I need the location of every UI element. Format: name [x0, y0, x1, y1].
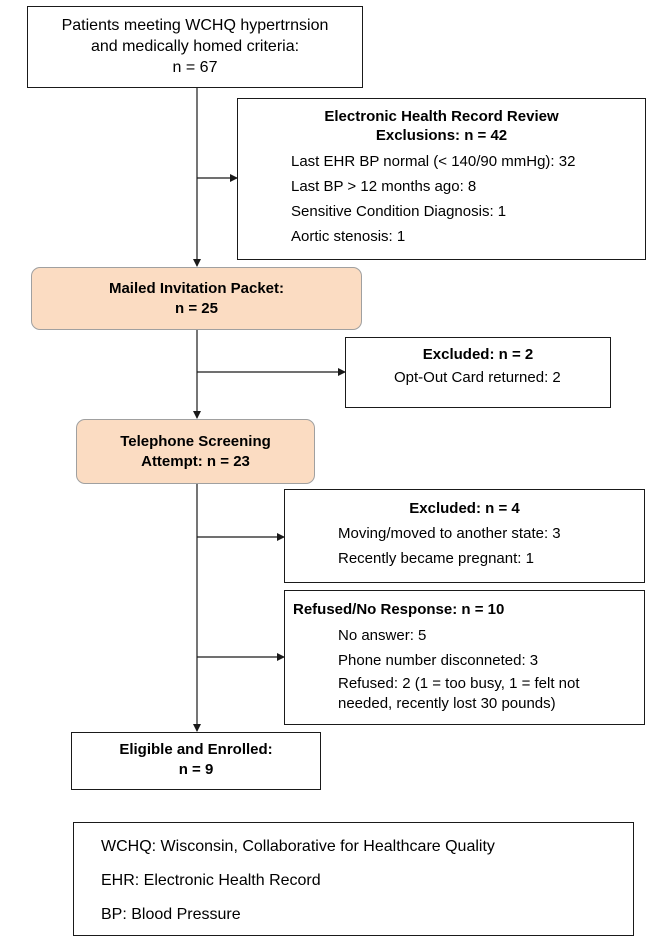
ehr-box-subtitle: Exclusions: n = 42	[375, 127, 508, 144]
legend-item: BP: Blood Pressure	[101, 906, 241, 923]
ehr-item: Last BP > 12 months ago: 8	[291, 178, 477, 195]
mailed-invitation-box: Mailed Invitation Packet: n = 25	[31, 267, 362, 330]
mailed-box-line-1: Mailed Invitation Packet:	[108, 280, 285, 297]
phone-box-line-1: Telephone Screening	[120, 433, 271, 450]
phone-box-line-2: Attempt: n = 23	[141, 453, 250, 470]
ehr-item: Last EHR BP normal (< 140/90 mmHg): 32	[291, 153, 576, 170]
legend-item: WCHQ: Wisconsin, Collaborative for Healt…	[101, 838, 495, 855]
telephone-screening-box: Telephone Screening Attempt: n = 23	[76, 419, 315, 484]
eligible-patients-box: Patients meeting WCHQ hypertrnsion and m…	[27, 6, 363, 88]
refused-item: No answer: 5	[338, 627, 427, 644]
refused-no-response-box: Refused/No Response: n = 10 No answer: 5…	[284, 590, 645, 725]
ehr-item: Aortic stenosis: 1	[291, 228, 406, 245]
excluded2-item: Recently became pregnant: 1	[338, 550, 534, 567]
excluded1-title: Excluded: n = 2	[422, 346, 534, 363]
enrolled-box: Eligible and Enrolled: n = 9	[71, 732, 321, 790]
ehr-review-box: Electronic Health Record Review Exclusio…	[237, 98, 646, 260]
excluded-optout-box: Excluded: n = 2 Opt-Out Card returned: 2	[345, 337, 611, 408]
excluded2-item: Moving/moved to another state: 3	[338, 525, 561, 542]
abbreviations-legend: WCHQ: Wisconsin, Collaborative for Healt…	[73, 822, 634, 936]
mailed-box-line-2: n = 25	[175, 300, 218, 317]
excluded1-item: Opt-Out Card returned: 2	[394, 369, 561, 386]
refused-item: Refused: 2 (1 = too busy, 1 = felt not	[338, 675, 580, 692]
legend-item: EHR: Electronic Health Record	[101, 872, 321, 889]
refused-title: Refused/No Response: n = 10	[293, 601, 505, 618]
refused-item: Phone number disconneted: 3	[338, 652, 539, 669]
refused-item: needed, recently lost 30 pounds)	[338, 695, 556, 712]
excluded2-title: Excluded: n = 4	[409, 500, 520, 517]
top-box-line-1: Patients meeting WCHQ hypertrnsion	[61, 17, 329, 34]
excluded-screening-box: Excluded: n = 4 Moving/moved to another …	[284, 489, 645, 583]
top-box-line-3: n = 67	[172, 59, 218, 76]
enrolled-box-line-1: Eligible and Enrolled:	[119, 741, 273, 758]
ehr-item: Sensitive Condition Diagnosis: 1	[291, 203, 507, 220]
enrolled-box-line-2: n = 9	[178, 761, 214, 778]
top-box-line-2: and medically homed criteria:	[90, 38, 300, 55]
ehr-box-title: Electronic Health Record Review	[324, 108, 559, 125]
